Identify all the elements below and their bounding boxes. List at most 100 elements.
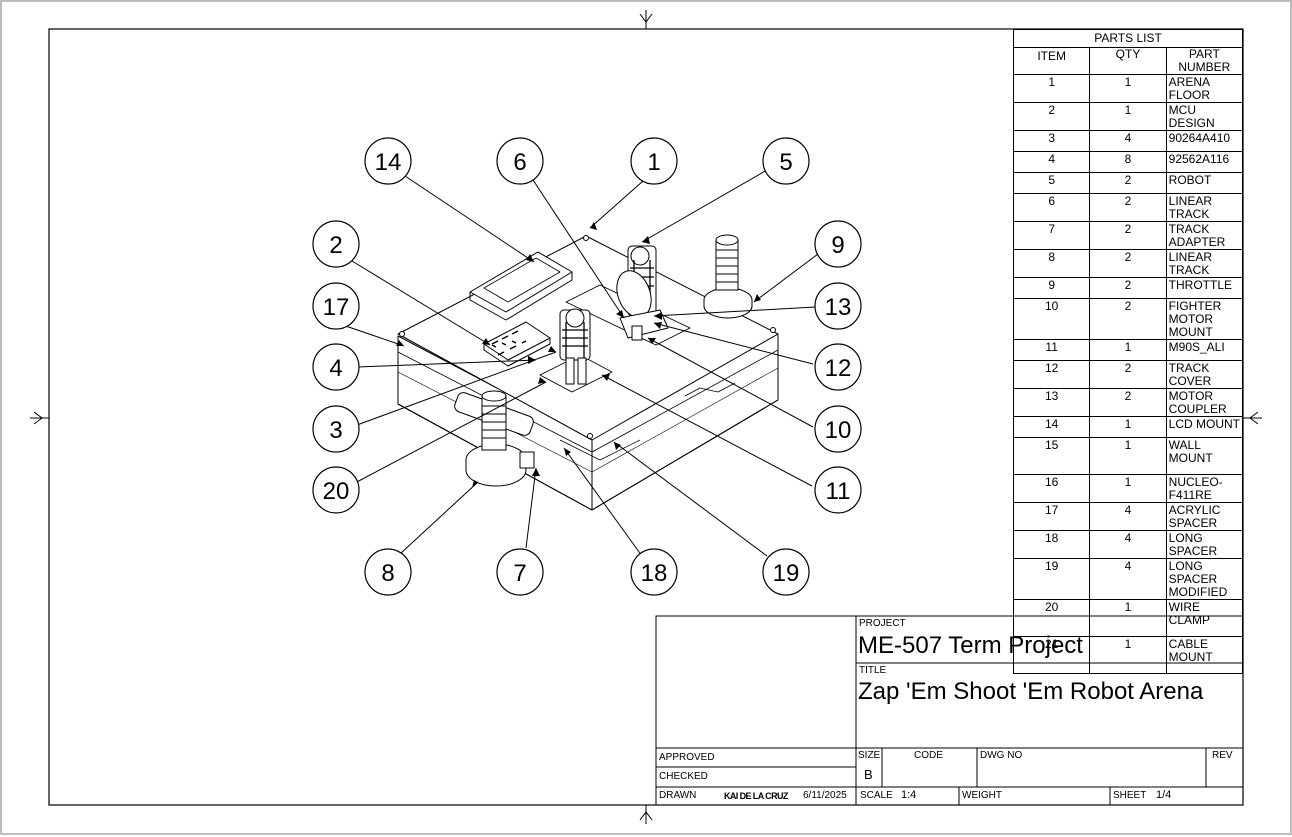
size-value: B (864, 767, 873, 782)
parts-cell-qty: 2 (1089, 221, 1167, 250)
parts-cell-part-number: THROTTLE (1165, 277, 1244, 299)
leader-arrows (396, 222, 761, 488)
balloon-11: 11 (826, 478, 851, 505)
parts-cell-item: 8 (1012, 249, 1091, 278)
parts-cell-qty: 1 (1089, 636, 1167, 674)
parts-cell-qty: 2 (1089, 388, 1167, 417)
arena-base (397, 333, 779, 511)
sheet-label: SHEET (1113, 790, 1147, 801)
scale-label: SCALE (860, 790, 893, 801)
parts-cell-qty: 1 (1089, 599, 1167, 637)
drawn-by: KAI DE LA CRUZ (724, 791, 788, 801)
parts-cell-item: 12 (1012, 360, 1091, 389)
parts-cell-part-number: LINEAR TRACK (1165, 193, 1244, 222)
drawing-title: Zap 'Em Shoot 'Em Robot Arena (858, 678, 1204, 705)
scale-value: 1:4 (901, 789, 917, 801)
project-label: PROJECT (859, 618, 906, 629)
checked-label: CHECKED (659, 771, 708, 782)
balloon-2: 2 (329, 232, 342, 259)
parts-cell-item: 4 (1012, 151, 1091, 173)
parts-cell-part-number: LONG SPACER MODIFIED (1165, 558, 1244, 600)
parts-cell-part-number: ACRYLIC SPACER (1165, 502, 1244, 531)
parts-cell-qty: 4 (1089, 502, 1167, 531)
parts-cell-item: 17 (1012, 502, 1091, 531)
balloon-14: 14 (375, 149, 402, 176)
balloon-circles (312, 137, 862, 596)
balloon-3: 3 (329, 417, 342, 444)
parts-cell-qty: 2 (1089, 277, 1167, 299)
assembly-view (397, 234, 779, 511)
parts-cell-qty: 1 (1089, 437, 1167, 475)
balloon-19: 19 (773, 560, 800, 587)
lcd-mount (469, 251, 573, 321)
rev-label: REV (1212, 750, 1233, 761)
parts-cell-part-number: ROBOT (1165, 172, 1244, 194)
parts-header-part-number: PART NUMBER (1165, 47, 1244, 75)
title-label: TITLE (859, 665, 887, 676)
parts-cell-item: 2 (1012, 102, 1091, 131)
parts-cell-item: 10 (1012, 298, 1091, 340)
balloon-6: 6 (513, 149, 526, 176)
balloon-12: 12 (825, 355, 852, 382)
drawn-label: DRAWN (659, 790, 697, 801)
parts-cell-qty: 8 (1089, 151, 1167, 173)
parts-cell-part-number: FIGHTER MOTOR MOUNT (1165, 298, 1244, 340)
parts-cell-qty: 2 (1089, 360, 1167, 389)
balloon-18: 18 (641, 560, 668, 587)
parts-cell-part-number: WIRE CLAMP (1165, 599, 1244, 637)
balloon-1: 1 (647, 149, 660, 176)
parts-cell-item: 14 (1012, 416, 1091, 438)
leader-lines (333, 169, 819, 557)
balloon-labels: 14 6 1 5 2 9 17 13 4 12 3 10 20 11 8 7 1… (323, 149, 852, 587)
parts-cell-qty: 1 (1089, 74, 1167, 103)
parts-cell-item: 18 (1012, 530, 1091, 559)
parts-cell-part-number: TRACK COVER (1165, 360, 1244, 389)
parts-cell-item: 16 (1012, 474, 1091, 503)
parts-cell-part-number: MOTOR COUPLER (1165, 388, 1244, 417)
balloon-10: 10 (825, 417, 852, 444)
parts-cell-item: 3 (1012, 130, 1091, 152)
parts-cell-part-number: CABLE MOUNT (1165, 636, 1244, 674)
size-label: SIZE (858, 750, 881, 761)
balloon-7: 7 (513, 560, 526, 587)
parts-header-item: ITEM (1012, 47, 1091, 75)
parts-cell-qty: 1 (1089, 339, 1167, 361)
parts-cell-part-number: 92562A116 (1165, 151, 1244, 173)
parts-cell-item: 21 (1012, 636, 1091, 674)
throttle-right (703, 234, 753, 319)
parts-cell-item: 7 (1012, 221, 1091, 250)
code-label: CODE (914, 750, 943, 761)
parts-cell-qty: 2 (1089, 298, 1167, 340)
parts-cell-item: 13 (1012, 388, 1091, 417)
parts-cell-qty: 1 (1089, 474, 1167, 503)
balloon-9: 9 (831, 232, 844, 259)
balloon-20: 20 (323, 478, 350, 505)
parts-cell-qty: 1 (1089, 416, 1167, 438)
parts-cell-part-number: LCD MOUNT (1165, 416, 1244, 438)
parts-list-title: PARTS LIST (1013, 29, 1243, 48)
parts-cell-qty: 4 (1089, 558, 1167, 600)
project-name: ME-507 Term Project (858, 632, 1083, 659)
parts-cell-qty: 2 (1089, 172, 1167, 194)
parts-cell-part-number: MCU DESIGN (1165, 102, 1244, 131)
parts-cell-qty: 2 (1089, 193, 1167, 222)
balloon-13: 13 (825, 294, 852, 321)
parts-cell-part-number: 90264A410 (1165, 130, 1244, 152)
